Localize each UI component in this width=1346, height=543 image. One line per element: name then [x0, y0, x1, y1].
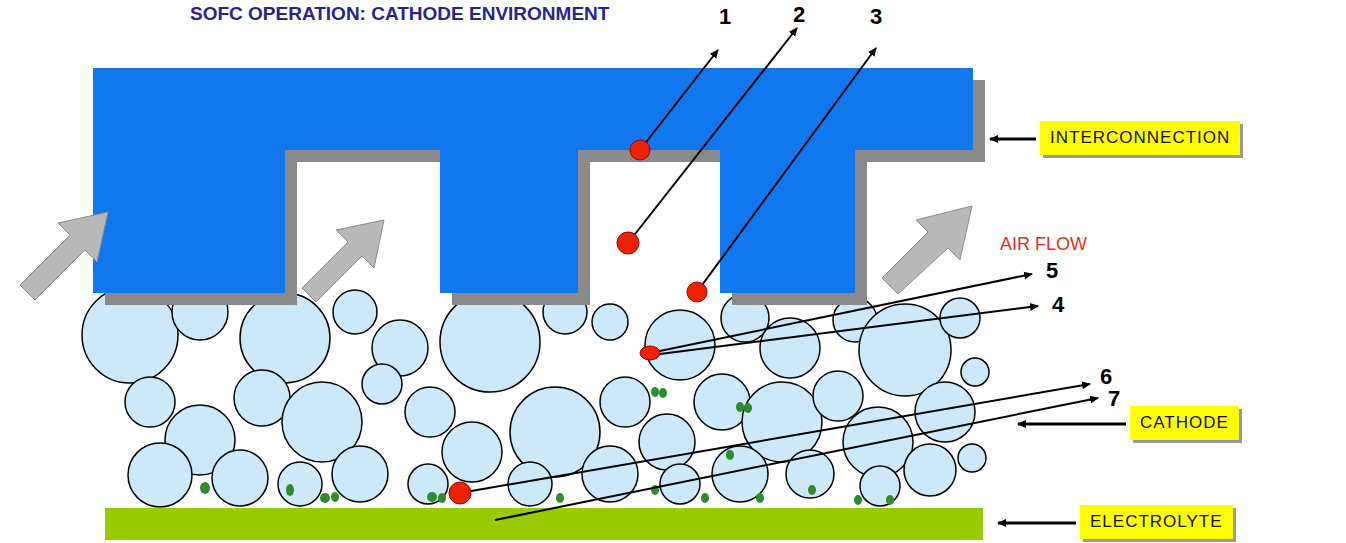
callout-number: 5: [1046, 258, 1058, 284]
diagram-title: SOFC OPERATION: CATHODE ENVIRONMENT: [190, 3, 609, 25]
callout-number: 7: [1108, 386, 1120, 412]
interconnect-body: [93, 68, 973, 293]
callout-number: 1: [719, 4, 731, 30]
air-flow-arrow: [20, 206, 972, 302]
callout-number: 4: [1052, 292, 1064, 318]
label-pointer: [990, 139, 1126, 523]
part-label: CATHODE: [1140, 413, 1229, 433]
species-dot: [449, 140, 707, 504]
electrolyte-layer: [105, 508, 983, 540]
cathode-particles: [82, 284, 989, 507]
part-label: ELECTROLYTE: [1090, 512, 1223, 532]
part-label-box: INTERCONNECTION: [1040, 121, 1240, 155]
reaction-sites: [200, 387, 894, 505]
part-label-box: ELECTROLYTE: [1080, 505, 1233, 539]
callout-leader: [460, 28, 1098, 520]
flow-label: AIR FLOW: [1000, 234, 1087, 255]
part-label-box: CATHODE: [1130, 406, 1239, 440]
part-label: INTERCONNECTION: [1050, 128, 1230, 148]
callout-number: 2: [793, 2, 805, 28]
callout-number: 3: [870, 4, 882, 30]
